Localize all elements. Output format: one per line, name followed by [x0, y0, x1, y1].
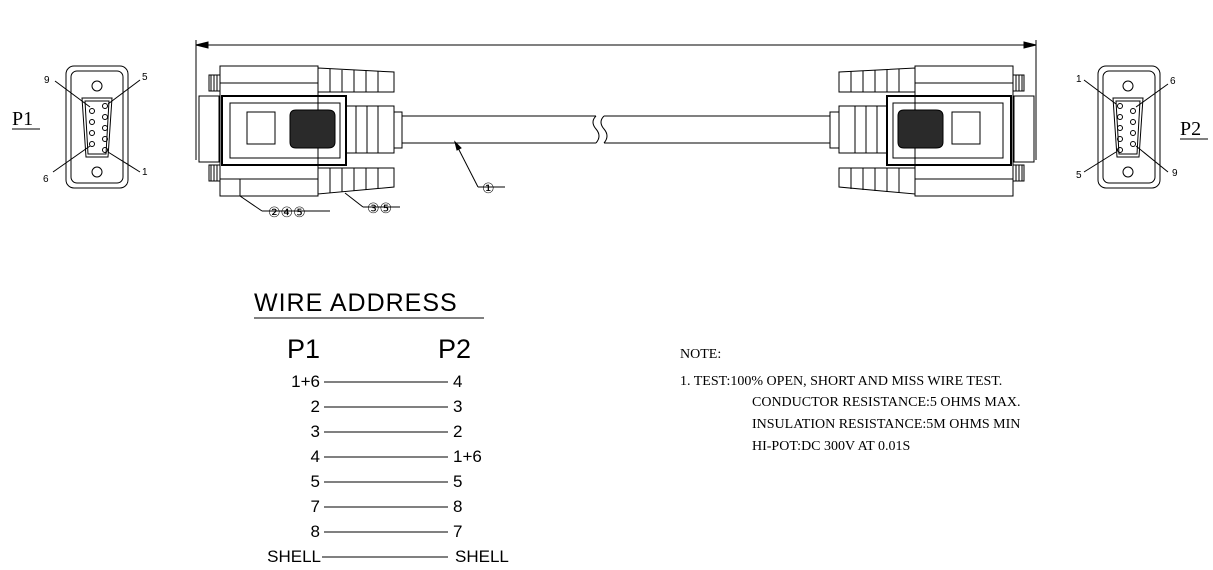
- length-dimension-line: [195, 40, 1037, 160]
- p2-label: P2: [1180, 118, 1201, 140]
- p2-pin-holes: [1117, 103, 1136, 153]
- wire-address-p1: 3: [311, 422, 320, 441]
- left-connector-assembly: [198, 65, 403, 197]
- wire-address-p1: 5: [311, 472, 320, 491]
- wire-address-p2: 3: [453, 397, 462, 416]
- p2-pin-label: 6: [1170, 76, 1176, 87]
- p1-pin-label: 1: [142, 167, 148, 178]
- callout-left-boot-label: ③⑤: [367, 201, 392, 217]
- callout-leaders: [239, 140, 505, 212]
- wire-address-p2: SHELL: [455, 547, 509, 566]
- note-line: INSULATION RESISTANCE:5M OHMS MIN: [752, 417, 1020, 432]
- wire-address-title: WIRE ADDRESS: [254, 289, 458, 317]
- note-line: HI-POT:DC 300V AT 0.01S: [752, 439, 910, 454]
- p1-pin-label: 5: [142, 72, 148, 83]
- p2-pin-label: 1: [1076, 74, 1082, 85]
- wire-address-p2: 4: [453, 372, 462, 391]
- p1-pin-holes: [89, 103, 108, 153]
- right-connector-assembly: [829, 65, 1035, 197]
- callout-left-body-label: ②④⑤: [268, 205, 306, 221]
- test-notes: NOTE: 1. TEST:100% OPEN, SHORT AND MISS …: [680, 347, 1021, 454]
- p1-pin-label: 9: [44, 75, 50, 86]
- wire-address-p1: SHELL: [267, 547, 321, 566]
- wire-address-p2: 7: [453, 522, 462, 541]
- p2-connector-face: [1083, 65, 1169, 189]
- callout-cable-label: ①: [482, 181, 495, 197]
- note-line: CONDUCTOR RESISTANCE:5 OHMS MAX.: [752, 395, 1021, 410]
- p1-connector-face: [52, 65, 141, 189]
- cable: [402, 115, 830, 144]
- p1-label: P1: [12, 108, 33, 130]
- table-row: 4 1+6: [311, 447, 482, 466]
- wire-address-p1: 1+6: [291, 372, 320, 391]
- wire-address-p1: 7: [311, 497, 320, 516]
- wire-address-p2: 8: [453, 497, 462, 516]
- wire-address-p2: 5: [453, 472, 462, 491]
- wire-address-col1-header: P1: [287, 334, 320, 364]
- table-row: 1+6 4: [291, 372, 462, 391]
- table-row: SHELL SHELL: [267, 547, 509, 566]
- wire-address-p1: 4: [311, 447, 320, 466]
- note-heading: NOTE:: [680, 347, 721, 362]
- wire-address-col2-header: P2: [438, 334, 471, 364]
- wire-address-p2: 2: [453, 422, 462, 441]
- wire-address-p1: 2: [311, 397, 320, 416]
- wire-address-p2: 1+6: [453, 447, 482, 466]
- p2-pin-label: 5: [1076, 170, 1082, 181]
- p1-pin-label: 6: [43, 174, 49, 185]
- wire-address-p1: 8: [311, 522, 320, 541]
- p2-pin-label: 9: [1172, 168, 1178, 179]
- note-line: 1. TEST:100% OPEN, SHORT AND MISS WIRE T…: [680, 374, 1002, 389]
